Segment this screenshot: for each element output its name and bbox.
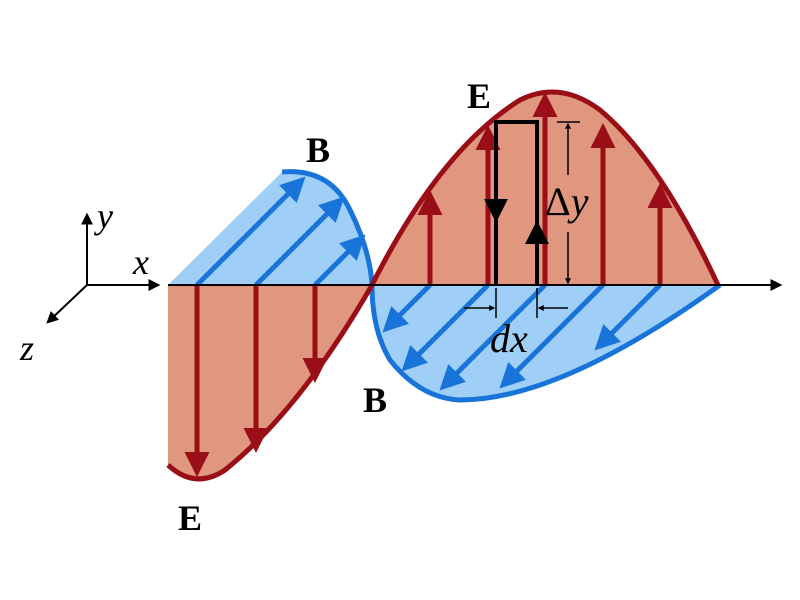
dx-label: dx [490, 316, 528, 361]
e-field-label-bottom: E [178, 498, 202, 538]
triad-z-axis [46, 284, 88, 324]
b-vector [254, 196, 345, 287]
e-field-region-left [168, 285, 372, 479]
b-vector [594, 283, 662, 351]
y-axis-label: y [94, 196, 113, 236]
e-field-label-top: E [467, 76, 491, 116]
b-vector [382, 283, 432, 333]
b-field-label-bottom: B [363, 380, 387, 420]
b-vector [313, 234, 366, 287]
coordinate-triad [46, 212, 161, 324]
b-vector [439, 283, 547, 391]
dx-dimension [464, 288, 568, 318]
b-field-label-top: B [306, 130, 330, 170]
z-axis-label: z [19, 328, 34, 368]
delta-y-dimension [557, 121, 580, 286]
x-axis-label: x [132, 242, 149, 282]
b-field-curve-left [281, 169, 375, 286]
b-vector [401, 283, 490, 372]
delta-y-label: Δy [545, 179, 589, 224]
b-vector [499, 283, 605, 389]
b-vector [195, 176, 306, 287]
b-field-vectors [195, 176, 662, 391]
